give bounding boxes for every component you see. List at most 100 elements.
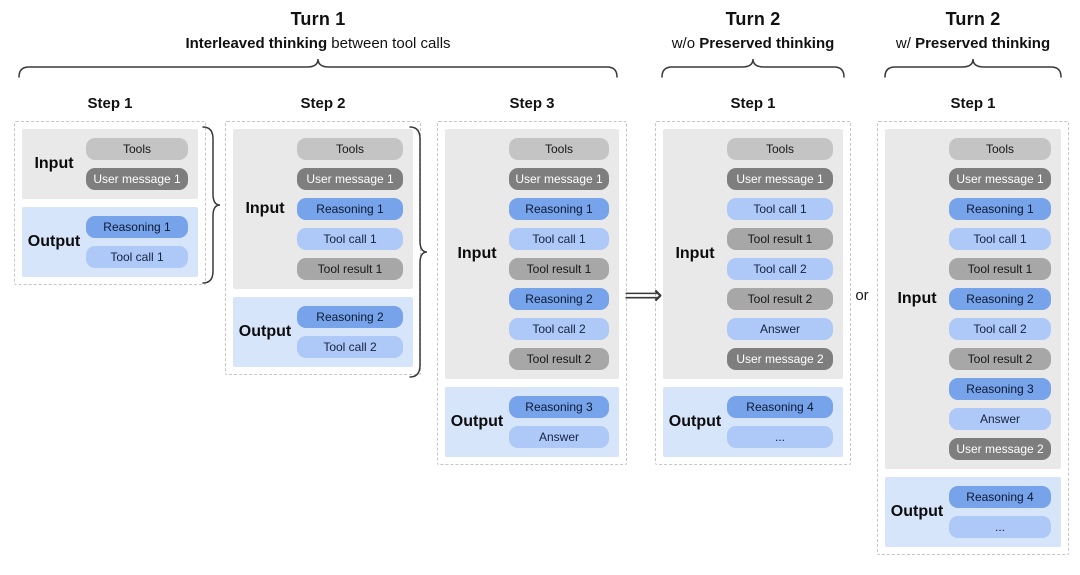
- chip-reasoning-4: Reasoning 4: [727, 396, 833, 418]
- step-label: Step 1: [87, 95, 133, 112]
- chip-reasoning-2: Reasoning 2: [297, 306, 403, 328]
- chip-tool-call-2: Tool call 2: [949, 318, 1051, 340]
- chip-tool-result-2: Tool result 2: [949, 348, 1051, 370]
- input-label: Input: [675, 245, 715, 262]
- turn2-w-brace: [884, 58, 1062, 78]
- turn1-brace: [18, 58, 618, 78]
- chip-user-message-1: User message 1: [86, 168, 188, 190]
- chip-ellipsis: ...: [949, 516, 1051, 538]
- chip-tools: Tools: [86, 138, 188, 160]
- chip-tool-call-1: Tool call 1: [509, 228, 609, 250]
- chip-tool-result-1: Tool result 1: [297, 258, 403, 280]
- step-label: Step 3: [509, 95, 555, 112]
- chip-tool-result-2: Tool result 2: [509, 348, 609, 370]
- implies-arrow-icon: ⟹: [624, 280, 663, 310]
- chip-tool-result-1: Tool result 1: [949, 258, 1051, 280]
- turn2-w-title: Turn 2: [945, 9, 1001, 29]
- turn2-wo-subtitle-pre: w/o: [671, 35, 700, 52]
- output-label: Output: [450, 413, 504, 430]
- chip-tool-result-1: Tool result 1: [509, 258, 609, 280]
- chip-answer: Answer: [509, 426, 609, 448]
- or-label: or: [855, 287, 869, 304]
- input-label: Input: [245, 200, 285, 217]
- chip-user-message-2: User message 2: [727, 348, 833, 370]
- turn2-wo-subtitle-bold: Preserved thinking: [699, 35, 835, 52]
- chip-tool-call-2: Tool call 2: [509, 318, 609, 340]
- chip-user-message-1: User message 1: [727, 168, 833, 190]
- chip-stack: Reasoning 4...: [949, 477, 1061, 547]
- chip-answer: Answer: [949, 408, 1051, 430]
- output-label: Output: [238, 323, 292, 340]
- chip-tools: Tools: [509, 138, 609, 160]
- turn1-title: Turn 1: [290, 9, 346, 29]
- step2-to-step3-brace: [409, 126, 428, 378]
- chip-reasoning-2: Reasoning 2: [949, 288, 1051, 310]
- chip-stack: Reasoning 3 Answer: [509, 387, 619, 457]
- chip-ellipsis: ...: [727, 426, 833, 448]
- chip-reasoning-2: Reasoning 2: [509, 288, 609, 310]
- output-section: Output Reasoning 4...: [663, 387, 843, 457]
- output-label: Output: [27, 233, 81, 250]
- chip-tools: Tools: [297, 138, 403, 160]
- turn2-wo-brace: [661, 58, 845, 78]
- output-section: Output Reasoning 1 Tool call 1: [22, 207, 198, 277]
- turn2-w-subtitle: w/ Preserved thinking: [877, 32, 1069, 55]
- output-section: Output Reasoning 2 Tool call 2: [233, 297, 413, 367]
- chip-reasoning-4: Reasoning 4: [949, 486, 1051, 508]
- chip-user-message-1: User message 1: [297, 168, 403, 190]
- chip-tool-result-1: Tool result 1: [727, 228, 833, 250]
- input-label: Input: [897, 290, 937, 307]
- turn1-header: Turn 1 Interleaved thinking between tool…: [18, 6, 618, 78]
- input-label: Input: [34, 155, 74, 172]
- chip-tools: Tools: [727, 138, 833, 160]
- chip-reasoning-3: Reasoning 3: [949, 378, 1051, 400]
- chip-user-message-1: User message 1: [509, 168, 609, 190]
- chip-user-message-1: User message 1: [949, 168, 1051, 190]
- turn1-subtitle-bold: Interleaved thinking: [185, 35, 328, 52]
- step-label: Step 1: [730, 95, 776, 112]
- chip-reasoning-1: Reasoning 1: [297, 198, 403, 220]
- turn2-wo-title: Turn 2: [725, 9, 781, 29]
- step1-to-step2-brace: [202, 126, 221, 284]
- input-label: Input: [457, 245, 497, 262]
- turn2-wo-header: Turn 2 w/o Preserved thinking: [655, 6, 851, 78]
- step-label: Step 1: [950, 95, 996, 112]
- chip-tool-call-2: Tool call 2: [727, 258, 833, 280]
- chip-tool-call-1: Tool call 1: [949, 228, 1051, 250]
- chip-tool-call-2: Tool call 2: [297, 336, 403, 358]
- output-label: Output: [890, 503, 944, 520]
- chip-stack: Reasoning 4...: [727, 387, 843, 457]
- chip-reasoning-1: Reasoning 1: [86, 216, 188, 238]
- turn2-w-header: Turn 2 w/ Preserved thinking: [877, 6, 1069, 78]
- chip-tools: Tools: [949, 138, 1051, 160]
- output-section: Output Reasoning 4...: [885, 477, 1061, 547]
- chip-tool-call-1: Tool call 1: [86, 246, 188, 268]
- chip-reasoning-1: Reasoning 1: [509, 198, 609, 220]
- turn2-w-subtitle-pre: w/: [895, 35, 916, 52]
- chip-reasoning-3: Reasoning 3: [509, 396, 609, 418]
- output-label: Output: [668, 413, 722, 430]
- chip-tool-result-2: Tool result 2: [727, 288, 833, 310]
- chip-reasoning-1: Reasoning 1: [949, 198, 1051, 220]
- chip-stack: Reasoning 2 Tool call 2: [297, 297, 413, 367]
- chip-user-message-2: User message 2: [949, 438, 1051, 460]
